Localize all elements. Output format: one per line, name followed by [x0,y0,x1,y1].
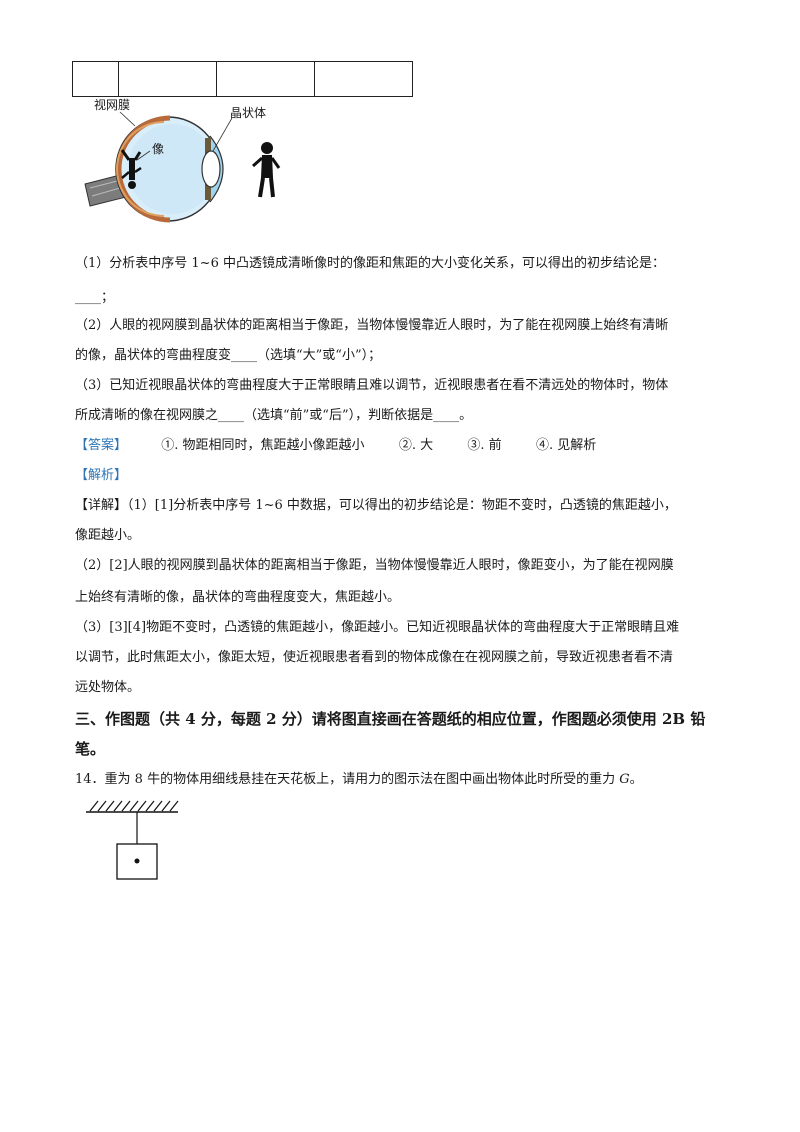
analysis-p3-line1: （3）[3][4]物距不变时，凸透镜的焦距越小，像距越小。已知近视眼晶状体的弯曲… [75,620,680,635]
label-retina: 视网膜 [94,98,131,112]
q3-line1: （3）已知近视眼晶状体的弯曲程度大于正常眼睛且难以调节，近视眼患者在看不清远处的… [75,378,669,393]
analysis-p3-line3: 远处物体。 [75,680,141,695]
analysis-p2-line2: 上始终有清晰的像，晶状体的弯曲程度变大，焦距越小。 [75,590,401,605]
analysis-p1-text: （1）[1]分析表中序号 1~6 中数据，可以得出的初步结论是：物距不变时，凸透… [127,498,677,513]
detail-tag: 【详解】 [75,498,128,513]
section3-heading-line1: 三、作图题（共 4 分，每题 2 分）请将图直接画在答题纸的相应位置，作图题必须… [75,710,706,728]
hanging-object-figure [84,796,184,886]
analysis-p1-line1: 【详解】（1）[1]分析表中序号 1~6 中数据，可以得出的初步结论是：物距不变… [75,496,677,516]
section3-heading-line2: 笔。 [75,740,106,758]
table-cell [72,61,119,97]
center-of-mass-dot [134,858,140,864]
q2-line1: （2）人眼的视网膜到晶状体的距离相当于像距，当物体慢慢靠近人眼时，为了能在视网膜… [75,318,669,333]
q1-line2: ____； [75,290,115,305]
analysis-p2-line1: （2）[2]人眼的视网膜到晶状体的距离相当于像距，当物体慢慢靠近人眼时，像距变小… [75,558,674,573]
answer-item: ③. 前 [467,438,502,453]
q14-text-main: 14．重为 8 牛的物体用细线悬挂在天花板上，请用力的图示法在图中画出物体此时所… [75,772,620,787]
person-figure [252,142,281,198]
eye-diagram-svg [84,111,281,223]
answer-row: 【答案】 ①. 物距相同时，焦距越小像距越小 ②. 大 ③. 前 ④. 见解析 [75,436,596,456]
table-cell [217,61,315,97]
q14-text-end: 。 [629,772,643,787]
answer-item: ①. 物距相同时，焦距越小像距越小 [161,438,365,453]
table-cell [119,61,217,97]
analysis-tag: 【解析】 [75,468,128,483]
retina-image-figure [120,149,142,189]
lens-shape [201,150,221,188]
answer-item: ②. 大 [398,438,434,453]
analysis-p1-line2: 像距越小。 [75,528,141,543]
table-cell [315,61,413,97]
q3-line2: 所成清晰的像在视网膜之____（选填“前”或“后”），判断依据是____。 [75,408,473,423]
q14-text: 14．重为 8 牛的物体用细线悬挂在天花板上，请用力的图示法在图中画出物体此时所… [75,770,643,790]
answer-tag: 【答案】 [75,438,128,453]
ceiling-hatch [89,800,179,812]
data-table-fragment [72,61,413,97]
label-image: 像 [152,142,165,156]
analysis-p3-line2: 以调节，此时焦距太小，像距太短，使近视眼患者看到的物体成像在在视网膜之前，导致近… [75,650,674,665]
hanging-object-svg [86,800,179,880]
g-symbol: G [619,772,630,787]
label-lens: 晶状体 [230,106,267,120]
eye-figure: 视网膜 晶状体 像 [80,96,300,231]
q1-line1: （1）分析表中序号 1~6 中凸透镜成清晰像时的像距和焦距的大小变化关系，可以得… [75,256,665,271]
answer-item: ④. 见解析 [535,438,597,453]
q2-line2: 的像，晶状体的弯曲程度变____（选填“大”或“小”）； [75,348,382,363]
